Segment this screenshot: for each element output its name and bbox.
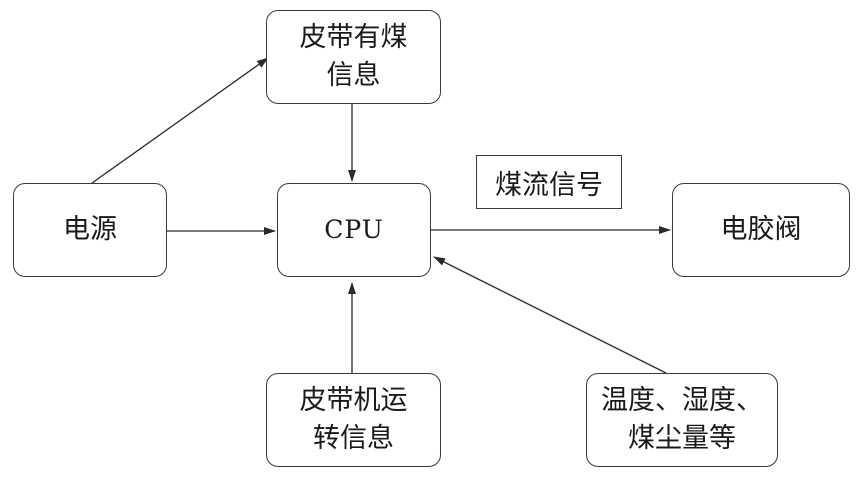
edge-label-text: 煤流信号 [495, 169, 603, 201]
node-belt-running-info: 皮带机运 转信息 [266, 373, 441, 467]
node-label-line: 温度、湿度、 [601, 385, 763, 416]
node-label-line: 煤尘量等 [628, 423, 736, 454]
node-label-line: 转信息 [313, 423, 394, 454]
node-power: 电源 [13, 183, 167, 277]
node-label-line: 电胶阀 [720, 214, 802, 245]
node-cpu: CPU [277, 183, 431, 277]
node-label-line: 皮带有煤 [299, 22, 408, 53]
node-temperature-humidity-dust: 温度、湿度、 煤尘量等 [586, 373, 778, 467]
node-label-line: 电源 [63, 214, 117, 245]
node-label-line: 皮带机运 [299, 385, 408, 416]
edge-label-coal-flow-signal: 煤流信号 [476, 155, 622, 209]
node-label-line: CPU [324, 215, 384, 244]
arrow-environment-to-cpu [433, 256, 667, 374]
node-label-line: 信息 [326, 60, 381, 91]
node-belt-has-coal-info: 皮带有煤 信息 [266, 10, 441, 104]
arrow-power-to-belt-has-coal [91, 57, 269, 184]
node-solenoid-valve: 电胶阀 [672, 183, 850, 277]
